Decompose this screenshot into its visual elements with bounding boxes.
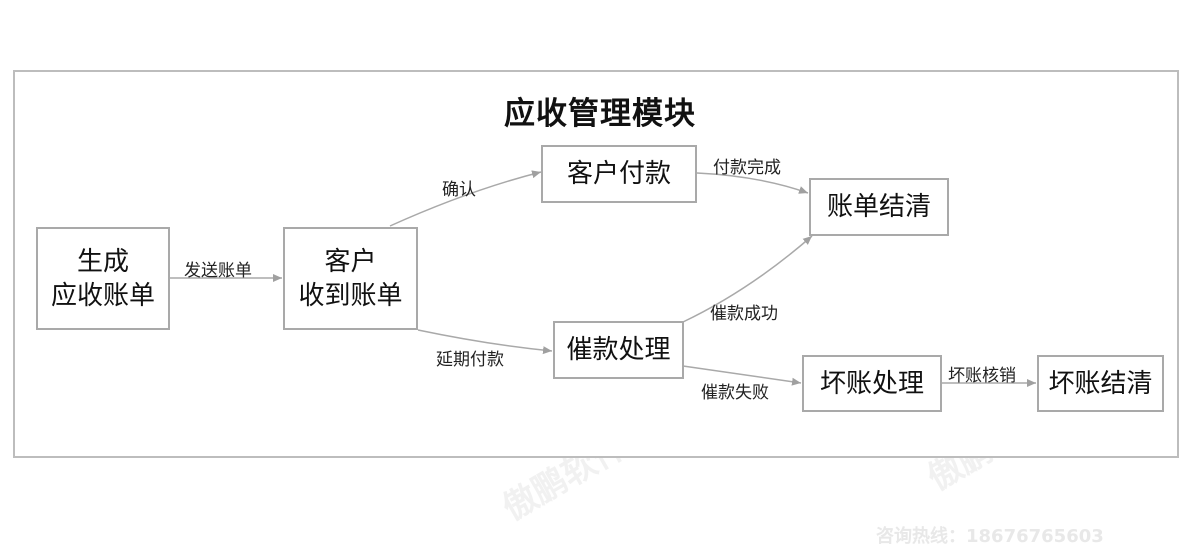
node-text: 坏账处理 xyxy=(819,368,924,399)
node-text: 账单结清 xyxy=(826,192,931,222)
edge-label-send: 发送账单 xyxy=(184,261,252,281)
edge-collect-ok xyxy=(682,235,813,323)
node-collection: 催款处理 xyxy=(553,321,684,379)
hotline-text: 咨询热线：18676765603 xyxy=(876,526,1104,547)
node-text: 应收账单 xyxy=(50,280,155,311)
edge-label-delay: 延期付款 xyxy=(436,350,504,370)
diagram-title: 应收管理模块 xyxy=(504,96,696,132)
node-customer-received: 客户 收到账单 xyxy=(283,227,418,330)
edge-label-writeoff: 坏账核销 xyxy=(948,366,1016,386)
node-text: 催款处理 xyxy=(566,335,671,365)
edge-delay xyxy=(417,329,553,355)
node-text: 客户 xyxy=(324,246,377,277)
node-bill-settled: 账单结清 xyxy=(809,178,949,236)
edge-label-collect-fail: 催款失败 xyxy=(701,383,769,403)
node-text: 收到账单 xyxy=(298,280,403,311)
node-generate-bill: 生成 应收账单 xyxy=(36,227,170,330)
edge-confirm xyxy=(389,170,542,227)
node-text: 坏账结清 xyxy=(1048,368,1153,399)
edge-label-confirm: 确认 xyxy=(442,180,476,200)
node-customer-pay: 客户付款 xyxy=(541,145,697,203)
edge-collect-fail xyxy=(682,365,802,386)
edge-label-paid: 付款完成 xyxy=(713,158,781,178)
node-bad-debt: 坏账处理 xyxy=(802,355,942,412)
diagram-frame xyxy=(13,70,1179,458)
edge-paid xyxy=(696,172,809,194)
node-text: 生成 xyxy=(76,246,129,277)
node-bad-debt-settled: 坏账结清 xyxy=(1037,355,1164,412)
edge-label-collect-ok: 催款成功 xyxy=(710,304,778,324)
node-text: 客户付款 xyxy=(566,159,671,189)
